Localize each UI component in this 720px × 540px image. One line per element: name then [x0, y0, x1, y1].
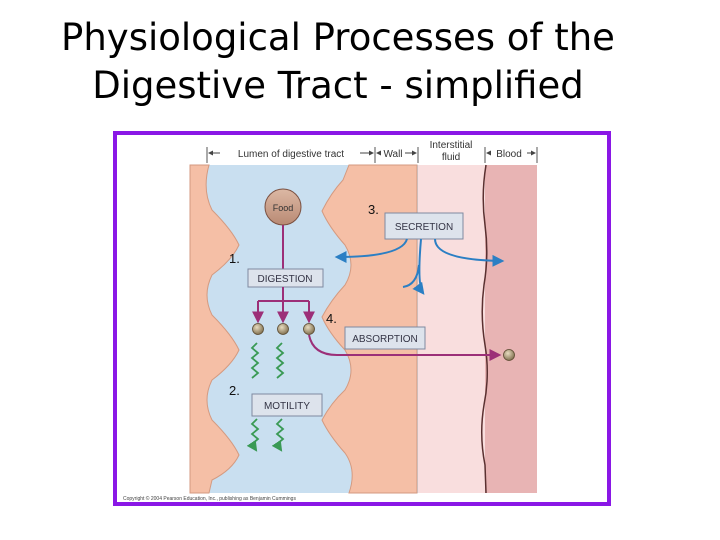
label-lumen: Lumen of digestive tract: [238, 149, 344, 160]
label-secretion: SECRETION: [395, 222, 453, 233]
secretion-arrow-lumen: [334, 238, 408, 263]
motility-wave: [250, 342, 260, 379]
motility-wave: [275, 342, 285, 379]
secretion-arrow-blood: [434, 238, 505, 267]
label-food: Food: [273, 203, 294, 213]
secretion-arrow-down: [412, 238, 425, 295]
marker-1: 1.: [229, 251, 240, 266]
marker-4: 4.: [326, 311, 337, 326]
digestive-tract-diagram: Lumen of digestive tract Wall Interstiti…: [123, 140, 538, 502]
nutrient-particle: [277, 323, 289, 335]
blood-region: [485, 165, 537, 493]
label-absorption: ABSORPTION: [352, 334, 418, 345]
slide-title: Physiological Processes of the Digestive…: [0, 14, 676, 110]
label-motility: MOTILITY: [264, 401, 310, 412]
digestion-box: [247, 268, 324, 288]
wall-left: [189, 164, 240, 494]
label-interstitial-line2: fluid: [442, 152, 460, 163]
motility-box: [251, 393, 323, 417]
nutrient-particle: [252, 323, 264, 335]
slide-title-line1: Physiological Processes of the: [61, 16, 615, 59]
label-wall: Wall: [383, 149, 402, 160]
secretion-box: [384, 212, 464, 240]
diagram-frame: Lumen of digestive tract Wall Interstiti…: [113, 131, 611, 506]
motility-wave: [271, 418, 285, 452]
absorbed-particle: [503, 349, 515, 361]
label-digestion: DIGESTION: [257, 274, 312, 285]
slide-title-line2: Digestive Tract - simplified: [92, 64, 584, 107]
label-interstitial-line1: Interstitial: [430, 140, 473, 151]
blood-vessel-wall: [481, 164, 488, 494]
absorption-box: [344, 326, 426, 350]
nutrient-particle: [303, 323, 315, 335]
label-blood: Blood: [496, 149, 522, 160]
secretion-arrow-branch: [402, 264, 420, 288]
absorption-arrow: [308, 334, 502, 361]
marker-3: 3.: [368, 202, 379, 217]
motility-wave: [246, 418, 260, 452]
marker-2: 2.: [229, 383, 240, 398]
copyright-text: Copyright © 2004 Pearson Education, Inc.…: [123, 495, 296, 502]
